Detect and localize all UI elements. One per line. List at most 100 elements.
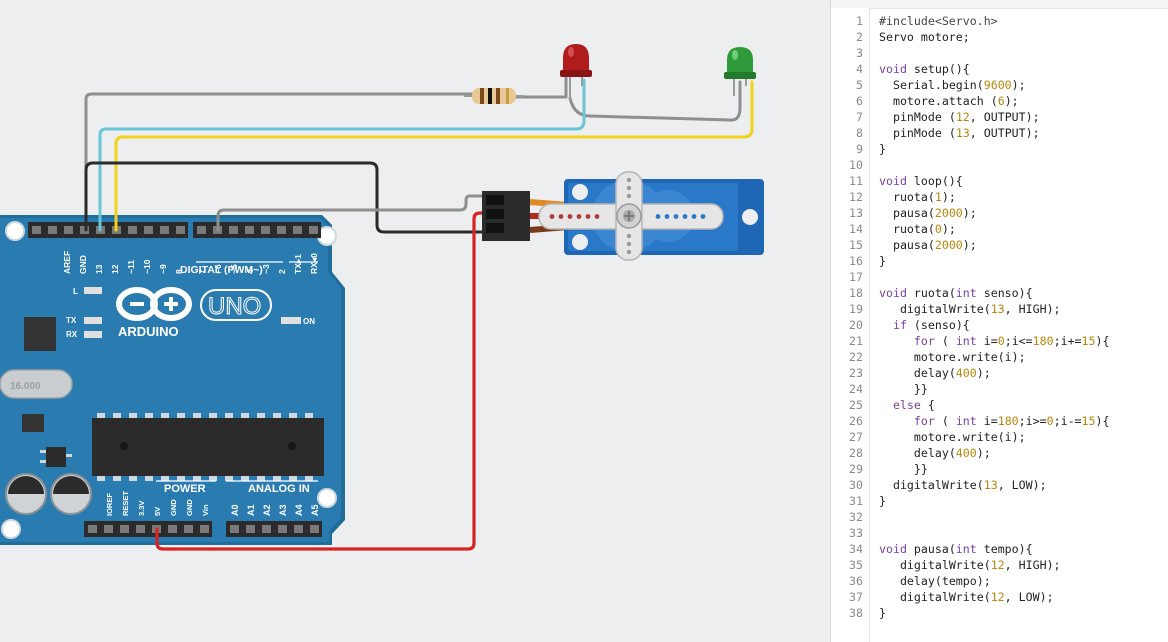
code-text[interactable]: motore.attach (6); bbox=[892, 94, 1019, 108]
code-text[interactable]: digitalWrite(13, LOW); bbox=[892, 478, 1047, 492]
code-text[interactable]: else { bbox=[892, 398, 935, 412]
code-text[interactable]: void setup(){ bbox=[879, 62, 970, 76]
reset-button[interactable] bbox=[22, 414, 44, 432]
header-socket[interactable] bbox=[294, 525, 303, 533]
code-line[interactable]: 8 pinMode (13, OUTPUT); bbox=[831, 125, 1168, 141]
header-socket[interactable] bbox=[229, 226, 238, 234]
code-line[interactable]: 38} bbox=[831, 605, 1168, 621]
header-socket[interactable] bbox=[293, 226, 302, 234]
code-line[interactable]: 24 }} bbox=[831, 381, 1168, 397]
code-text[interactable]: }} bbox=[879, 462, 928, 476]
header-socket[interactable] bbox=[310, 525, 319, 533]
code-text[interactable]: void loop(){ bbox=[879, 174, 963, 188]
code-text[interactable]: Serial.begin(9600); bbox=[892, 78, 1026, 92]
code-text[interactable]: ruota(1); bbox=[892, 190, 956, 204]
code-text[interactable]: void ruota(int senso){ bbox=[879, 286, 1033, 300]
servo-motor[interactable] bbox=[482, 171, 764, 261]
code-text[interactable]: pausa(2000); bbox=[892, 206, 977, 220]
header-socket[interactable] bbox=[120, 525, 129, 533]
header-socket[interactable] bbox=[144, 226, 153, 234]
code-line[interactable]: 37 digitalWrite(12, LOW); bbox=[831, 589, 1168, 605]
code-line[interactable]: 15 pausa(2000); bbox=[831, 237, 1168, 253]
header-socket[interactable] bbox=[246, 525, 255, 533]
header-socket[interactable] bbox=[261, 226, 270, 234]
code-line[interactable]: 27 motore.write(i); bbox=[831, 429, 1168, 445]
header-socket[interactable] bbox=[48, 226, 57, 234]
header-socket[interactable] bbox=[230, 525, 239, 533]
code-line[interactable]: 21 for ( int i=0;i<=180;i+=15){ bbox=[831, 333, 1168, 349]
code-line[interactable]: 9} bbox=[831, 141, 1168, 157]
code-line[interactable]: 22 motore.write(i); bbox=[831, 349, 1168, 365]
code-text[interactable]: delay(tempo); bbox=[899, 574, 991, 588]
code-line[interactable]: 19 digitalWrite(13, HIGH); bbox=[831, 301, 1168, 317]
code-line[interactable]: 3 bbox=[831, 45, 1168, 61]
header-socket[interactable] bbox=[309, 226, 318, 234]
code-text[interactable]: pausa(2000); bbox=[892, 238, 977, 252]
header-socket[interactable] bbox=[32, 226, 41, 234]
header-socket[interactable] bbox=[197, 226, 206, 234]
code-text[interactable]: ruota(0); bbox=[892, 222, 956, 236]
code-text[interactable]: digitalWrite(13, HIGH); bbox=[899, 302, 1061, 316]
header-socket[interactable] bbox=[184, 525, 193, 533]
header-socket[interactable] bbox=[128, 226, 137, 234]
code-line[interactable]: 23 delay(400); bbox=[831, 365, 1168, 381]
header-socket[interactable] bbox=[262, 525, 271, 533]
code-text[interactable]: digitalWrite(12, HIGH); bbox=[899, 558, 1061, 572]
code-line[interactable]: 7 pinMode (12, OUTPUT); bbox=[831, 109, 1168, 125]
header-socket[interactable] bbox=[278, 525, 287, 533]
code-text[interactable]: delay(400); bbox=[913, 446, 991, 460]
header-socket[interactable] bbox=[64, 226, 73, 234]
code-text[interactable]: for ( int i=180;i>=0;i-=15){ bbox=[913, 414, 1110, 428]
code-line[interactable]: 10 bbox=[831, 157, 1168, 173]
code-text[interactable]: } bbox=[879, 606, 886, 620]
code-line[interactable]: 12 ruota(1); bbox=[831, 189, 1168, 205]
resistor[interactable] bbox=[464, 88, 524, 104]
led-red[interactable] bbox=[560, 44, 592, 100]
header-socket[interactable] bbox=[245, 226, 254, 234]
header-socket[interactable] bbox=[88, 525, 97, 533]
code-text[interactable]: if (senso){ bbox=[892, 318, 970, 332]
code-text[interactable]: } bbox=[879, 142, 886, 156]
code-text[interactable]: } bbox=[879, 494, 886, 508]
header-socket[interactable] bbox=[160, 226, 169, 234]
code-text[interactable]: delay(400); bbox=[913, 366, 991, 380]
code-text[interactable]: motore.write(i); bbox=[913, 430, 1026, 444]
code-text[interactable]: } bbox=[879, 254, 886, 268]
code-text[interactable]: digitalWrite(12, LOW); bbox=[899, 590, 1054, 604]
code-line[interactable]: 28 delay(400); bbox=[831, 445, 1168, 461]
header-socket[interactable] bbox=[176, 226, 185, 234]
code-line[interactable]: 36 delay(tempo); bbox=[831, 573, 1168, 589]
code-text[interactable]: pinMode (12, OUTPUT); bbox=[892, 110, 1040, 124]
code-text[interactable]: Servo motore; bbox=[879, 30, 970, 44]
code-text[interactable]: for ( int i=0;i<=180;i+=15){ bbox=[913, 334, 1110, 348]
code-line[interactable]: 20 if (senso){ bbox=[831, 317, 1168, 333]
code-text[interactable]: pinMode (13, OUTPUT); bbox=[892, 126, 1040, 140]
code-line[interactable]: 30 digitalWrite(13, LOW); bbox=[831, 477, 1168, 493]
code-line[interactable]: 33 bbox=[831, 525, 1168, 541]
code-text[interactable]: void pausa(int tempo){ bbox=[879, 542, 1033, 556]
code-line[interactable]: 25 else { bbox=[831, 397, 1168, 413]
code-line[interactable]: 14 ruota(0); bbox=[831, 221, 1168, 237]
code-line[interactable]: 16} bbox=[831, 253, 1168, 269]
code-text[interactable]: #include<Servo.h> bbox=[879, 14, 998, 28]
code-text[interactable]: motore.write(i); bbox=[913, 350, 1026, 364]
code-line[interactable]: 32 bbox=[831, 509, 1168, 525]
code-line[interactable]: 26 for ( int i=180;i>=0;i-=15){ bbox=[831, 413, 1168, 429]
header-socket[interactable] bbox=[168, 525, 177, 533]
code-line[interactable]: 13 pausa(2000); bbox=[831, 205, 1168, 221]
header-socket[interactable] bbox=[200, 525, 209, 533]
code-line[interactable]: 5 Serial.begin(9600); bbox=[831, 77, 1168, 93]
code-line[interactable]: 1#include<Servo.h> bbox=[831, 13, 1168, 29]
code-text[interactable]: }} bbox=[879, 382, 928, 396]
led-green[interactable] bbox=[724, 47, 756, 96]
header-socket[interactable] bbox=[104, 525, 113, 533]
code-line[interactable]: 6 motore.attach (6); bbox=[831, 93, 1168, 109]
